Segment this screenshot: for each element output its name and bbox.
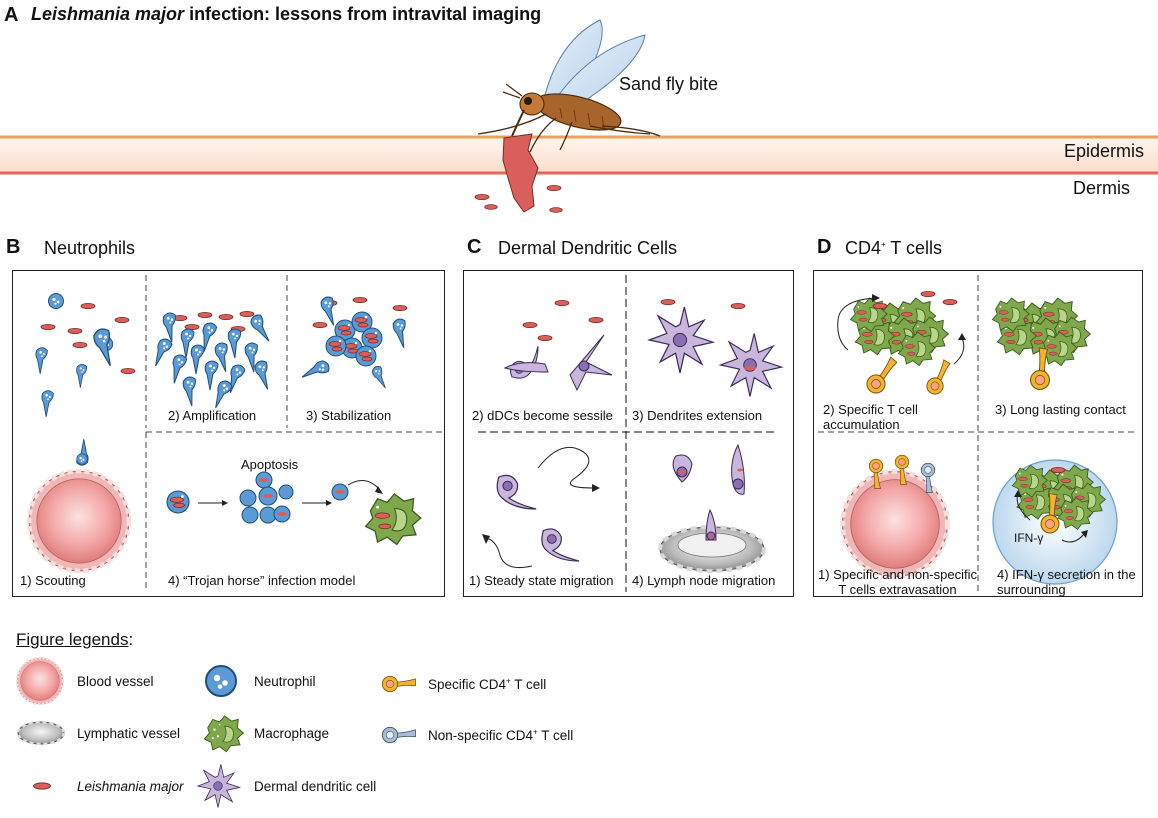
panel-a-illustration xyxy=(0,19,1158,213)
panel-d-title-rest: T cells xyxy=(885,238,943,258)
epidermis-label: Epidermis xyxy=(1064,141,1145,161)
lymphatic-vessel-legend-icon xyxy=(16,720,66,746)
dendritic-cell-legend-icon xyxy=(197,764,240,808)
legend-macrophage: Macrophage xyxy=(254,726,330,741)
nonspecific-t-cell-legend-icon xyxy=(381,726,416,744)
dermis-label: Dermis xyxy=(1073,178,1130,198)
panel-a-letter: A xyxy=(4,4,19,26)
panel-c-letter: C xyxy=(467,236,482,258)
legend-nonspecific-t-main: Non-specific CD4 xyxy=(428,728,534,743)
legend-specific-t-main: Specific CD4 xyxy=(428,677,507,692)
parasite xyxy=(546,184,562,192)
legend-dendritic-cell: Dermal dendritic cell xyxy=(254,779,377,794)
legend-lymphatic-vessel: Lymphatic vessel xyxy=(77,726,181,741)
caption-scouting: 1) Scouting xyxy=(20,573,86,588)
macrophage-legend-icon xyxy=(203,715,244,753)
panel-d-box xyxy=(813,270,1143,597)
legend-heading-text: Figure legends xyxy=(16,630,129,649)
panel-dividers xyxy=(145,275,1138,592)
caption-long-contact: 3) Long lasting contact xyxy=(995,402,1126,417)
panel-d-title: CD4+ T cells xyxy=(845,238,942,259)
panel-d-title-sup: + xyxy=(881,240,886,249)
panel-c-title: Dermal Dendritic Cells xyxy=(498,238,678,258)
legend-nonspecific-t-sup: + xyxy=(533,727,538,737)
sand-fly-icon xyxy=(477,19,661,153)
legend-specific-t-cell: Specific CD4+ T cell xyxy=(428,677,546,692)
specific-t-cell-legend-icon xyxy=(381,675,416,693)
legend-leishmania: Leishmania major xyxy=(77,779,184,794)
legend-neutrophil: Neutrophil xyxy=(254,674,316,689)
panel-d-title-main: CD4 xyxy=(845,238,882,258)
panel-d-letter: D xyxy=(817,236,832,258)
panel-a-title-italic: Leishmania major xyxy=(31,4,185,24)
panel-b-box xyxy=(12,270,445,597)
panel-b-title: Neutrophils xyxy=(44,238,136,258)
caption-trojan-horse: 4) “Trojan horse” infection model xyxy=(168,573,356,588)
epidermis-layer xyxy=(0,137,1158,173)
caption-dendrites-extension: 3) Dendrites extension xyxy=(632,408,763,423)
ifn-gamma-label: IFN-γ xyxy=(1014,531,1044,545)
caption-accumulation-line1: 2) Specific T cell xyxy=(823,402,918,417)
leishmania-legend-icon xyxy=(33,782,51,790)
caption-accumulation-line2: accumulation xyxy=(823,417,900,432)
parasite xyxy=(549,207,563,213)
caption-ifn-line2: surrounding xyxy=(997,582,1066,597)
caption-amplification: 2) Amplification xyxy=(168,408,257,423)
panel-d-illustration xyxy=(837,290,1118,585)
caption-extravasation-line2: T cells extravasation xyxy=(838,582,957,597)
legend-nonspecific-t-rest: T cell xyxy=(537,728,574,743)
panel-b-illustration xyxy=(29,293,422,571)
caption-ifn-line1: 4) IFN-γ secretion in the xyxy=(997,567,1136,582)
caption-steady-state: 1) Steady state migration xyxy=(469,573,614,588)
sand-fly-bite-label: Sand fly bite xyxy=(619,74,719,94)
parasite xyxy=(484,204,498,210)
legend-heading: Figure legends: xyxy=(16,630,133,650)
neutrophil-legend-icon xyxy=(205,665,237,697)
panel-c-illustration xyxy=(482,298,783,573)
caption-dDCs-sessile: 2) dDCs become sessile xyxy=(472,408,613,423)
panel-c-box xyxy=(463,270,794,597)
parasite xyxy=(474,193,490,201)
blood-vessel-legend-icon xyxy=(15,656,65,706)
caption-extravasation-line1: 1) Specific and non-specific xyxy=(818,567,977,582)
panel-a-title-rest: infection: lessons from intravital imagi… xyxy=(184,4,542,24)
panel-a-title: Leishmania major infection: lessons from… xyxy=(31,4,541,25)
legend-nonspecific-t-cell: Non-specific CD4+ T cell xyxy=(428,728,573,743)
bite-blood-pool xyxy=(502,133,539,213)
caption-stabilization: 3) Stabilization xyxy=(306,408,392,423)
legend-specific-t-rest: T cell xyxy=(510,677,547,692)
legend-specific-t-sup: + xyxy=(506,676,511,686)
panel-b-letter: B xyxy=(6,236,21,258)
apoptosis-label: Apoptosis xyxy=(241,457,299,472)
legend-blood-vessel: Blood vessel xyxy=(77,674,154,689)
caption-lymph-node: 4) Lymph node migration xyxy=(632,573,776,588)
legend-icons xyxy=(15,656,416,808)
legend-heading-colon: : xyxy=(128,630,134,649)
